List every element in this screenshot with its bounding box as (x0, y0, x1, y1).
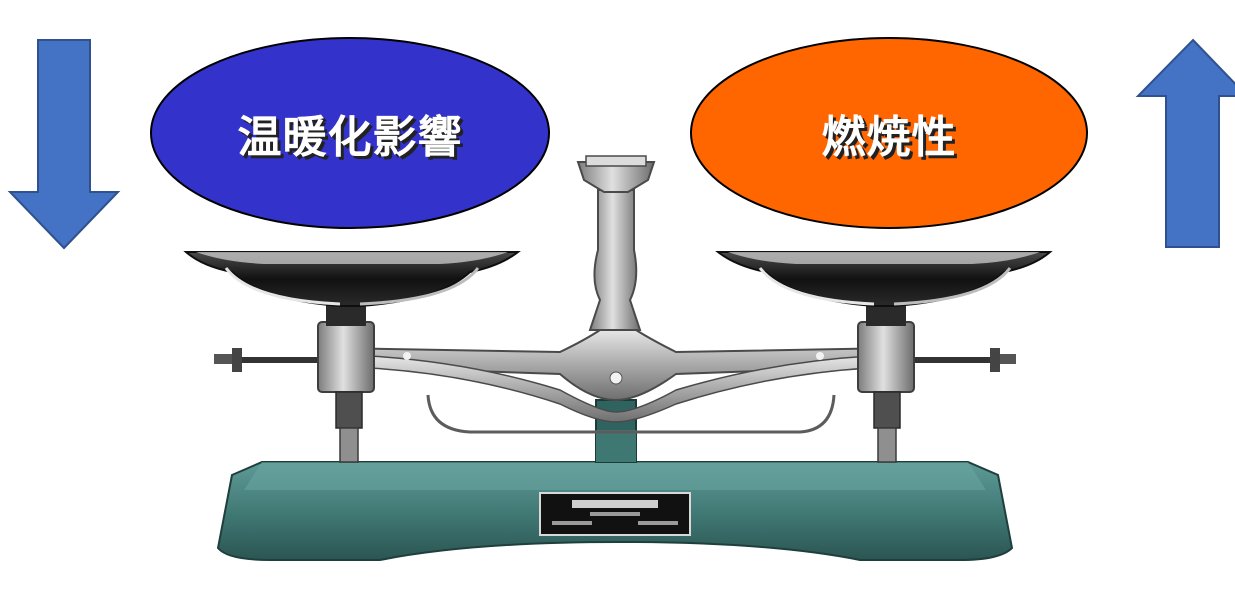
left-pan (183, 251, 521, 307)
balance-scale-icon (183, 155, 1053, 561)
arrow-up-icon (1135, 38, 1235, 248)
right-pan (715, 251, 1053, 307)
right-oval (690, 37, 1088, 229)
left-oval (150, 37, 550, 229)
arrow-down-icon (7, 39, 121, 250)
